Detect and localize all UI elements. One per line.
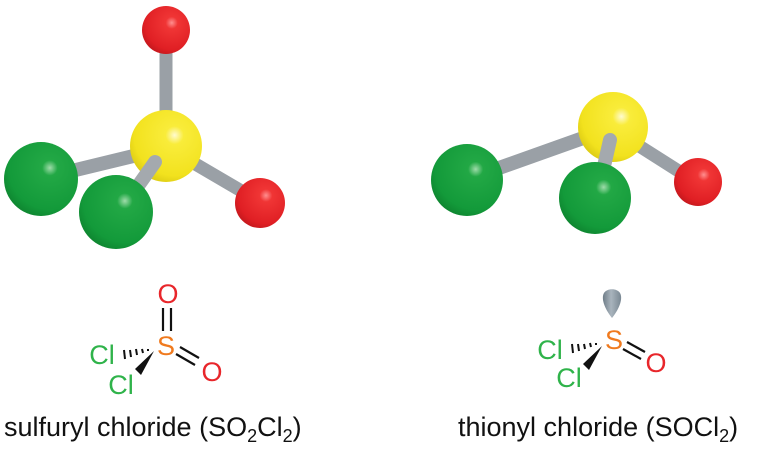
label-oxygen-top: O (157, 279, 178, 309)
caption-thionyl-chloride: thionyl chloride (SOCl2) (458, 412, 738, 446)
oxygen-atom-right (235, 178, 285, 228)
caption-sub-2: 2 (283, 426, 293, 446)
label-chlorine-upper: Cl (89, 340, 115, 370)
solid-wedge-bond (583, 346, 602, 370)
caption-formula-2: Cl (257, 412, 283, 442)
hashed-wedge-bond (571, 342, 597, 354)
chlorine-atom-lower (79, 175, 153, 249)
label-sulfur: S (605, 325, 623, 355)
sulfur-atom (578, 92, 648, 162)
thionyl-chloride-model (431, 92, 722, 234)
double-bond-diag-2 (175, 353, 196, 366)
caption-formula-1: (SOCl (646, 412, 720, 442)
caption-sub-1: 2 (719, 426, 729, 446)
caption-sub-1: 2 (247, 426, 257, 446)
caption-name: thionyl chloride (458, 412, 638, 442)
sulfuryl-chloride-model (4, 6, 285, 249)
caption-formula-2: ) (729, 412, 738, 442)
chlorine-atom-lower (559, 162, 631, 234)
label-chlorine-lower: Cl (556, 363, 582, 393)
caption-name: sulfuryl chloride (4, 412, 192, 442)
caption-formula-3: ) (293, 412, 302, 442)
label-sulfur: S (157, 331, 175, 361)
thionyl-chloride-structure: S O Cl Cl (537, 289, 667, 393)
sulfuryl-chloride-structure: O S O Cl Cl (89, 279, 222, 400)
hashed-wedge-bond (123, 348, 149, 360)
oxygen-atom-top (142, 6, 190, 54)
label-oxygen: O (645, 348, 666, 378)
label-chlorine-upper: Cl (537, 335, 563, 365)
solid-wedge-bond (135, 351, 154, 375)
lone-pair-lobe (602, 289, 622, 318)
caption-formula-1: (SO (199, 412, 247, 442)
label-oxygen-right: O (201, 357, 222, 387)
label-chlorine-lower: Cl (108, 370, 134, 400)
chlorine-atom-left (431, 144, 503, 216)
chlorine-atom-left (4, 142, 78, 216)
oxygen-atom (674, 158, 722, 206)
double-bond-diag-1 (179, 346, 200, 359)
caption-sulfuryl-chloride: sulfuryl chloride (SO2Cl2) (4, 412, 302, 446)
double-bond-diag-2 (622, 348, 642, 360)
double-bond-diag-1 (626, 341, 646, 353)
